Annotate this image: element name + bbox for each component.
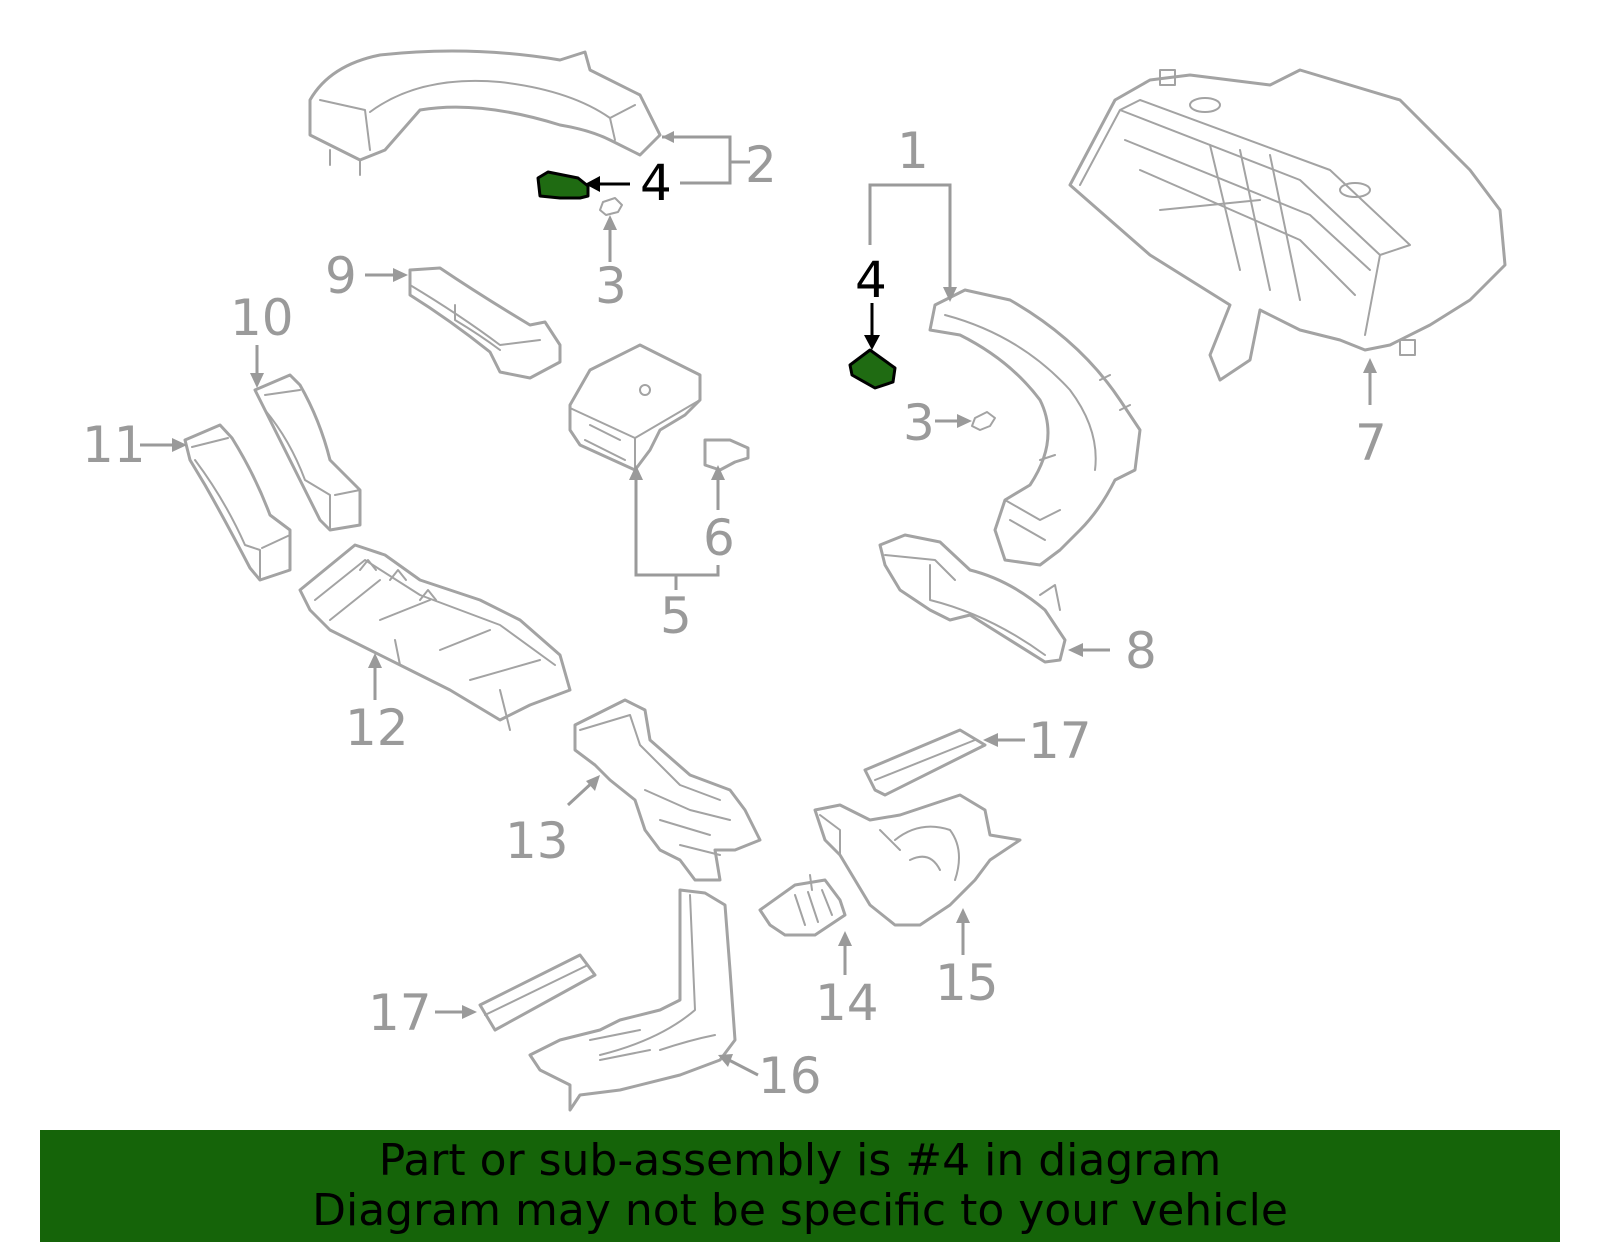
part-2-upper-duct xyxy=(308,49,662,176)
callout-1: 1 xyxy=(897,122,929,180)
callout-2: 2 xyxy=(745,136,777,194)
callout-17-lower: 17 xyxy=(368,984,432,1042)
callout-17-upper: 17 xyxy=(1028,712,1092,770)
part-12-frame xyxy=(298,543,572,731)
callout-11: 11 xyxy=(82,416,146,474)
callout-10: 10 xyxy=(230,289,294,347)
callout-4-right: 4 xyxy=(855,251,887,309)
part-3-clip-upper xyxy=(599,197,623,216)
banner-line-2: Diagram may not be specific to your vehi… xyxy=(312,1185,1288,1236)
callout-15: 15 xyxy=(935,954,999,1012)
callout-7: 7 xyxy=(1355,414,1387,472)
part-15-duct xyxy=(813,793,1022,927)
part-16-floor-duct xyxy=(528,888,737,1112)
part-3-clip-right xyxy=(971,411,996,431)
part-1-right-duct xyxy=(928,288,1142,567)
part-6-clip xyxy=(703,438,750,472)
callout-13: 13 xyxy=(505,812,569,870)
parts-diagram: 1 2 3 3 4 4 5 6 7 8 9 10 11 12 13 14 15 … xyxy=(82,49,1507,1112)
banner-line-1: Part or sub-assembly is #4 in diagram xyxy=(378,1135,1222,1186)
callout-labels: 1 2 3 3 4 4 5 6 7 8 9 10 11 12 13 14 15 … xyxy=(82,122,1387,1105)
part-11-vertical-duct xyxy=(183,423,292,582)
part-4-highlighted-right xyxy=(848,348,897,390)
callout-14: 14 xyxy=(815,974,879,1032)
part-17-filter-lower xyxy=(478,953,597,1032)
part-4-highlighted-upper xyxy=(536,170,590,200)
part-17-filter-upper xyxy=(863,728,987,797)
part-14-vent xyxy=(758,874,847,937)
part-5-housing xyxy=(568,343,702,472)
callout-3-right: 3 xyxy=(903,394,935,452)
part-13-duct-assembly xyxy=(573,698,762,882)
part-7-main-housing xyxy=(1068,68,1507,382)
part-8-lower-duct xyxy=(878,533,1067,664)
callout-6: 6 xyxy=(703,509,735,567)
callout-4-upper: 4 xyxy=(640,154,672,212)
callout-5: 5 xyxy=(660,587,692,645)
leader-lines xyxy=(140,131,1377,1077)
info-banner: Part or sub-assembly is #4 in diagram Di… xyxy=(40,1130,1560,1242)
part-10-vertical-duct xyxy=(253,373,362,532)
callout-3-upper: 3 xyxy=(595,257,627,315)
callout-9: 9 xyxy=(325,247,357,305)
callout-8: 8 xyxy=(1125,622,1157,680)
callout-12: 12 xyxy=(345,699,409,757)
part-9-duct xyxy=(408,266,562,380)
callout-16: 16 xyxy=(758,1047,822,1105)
